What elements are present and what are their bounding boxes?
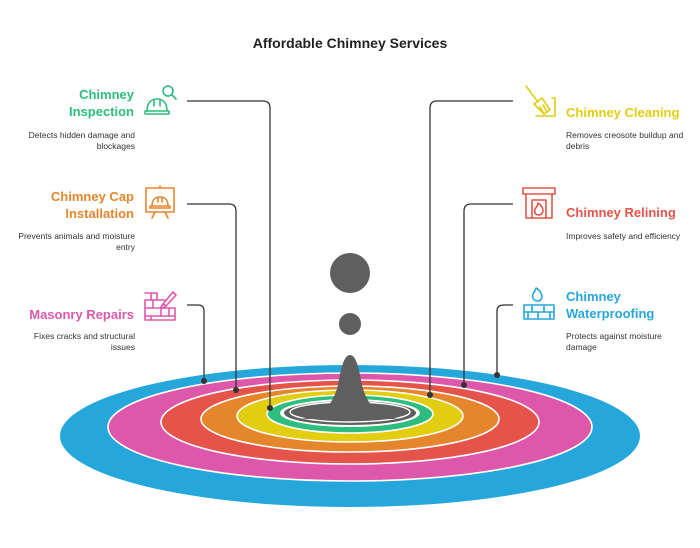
masonry-title: Masonry Repairs — [29, 307, 134, 322]
cleaning-title: Chimney Cleaning — [566, 105, 680, 120]
hardhat-presentation-board-icon — [145, 185, 175, 219]
sweeping-broom-icon — [525, 85, 556, 117]
connector-waterproofing — [496, 304, 513, 375]
diagram-title: Affordable Chimney Services — [252, 35, 448, 51]
brick-wall-water-drop-icon — [523, 287, 555, 320]
splash-spike — [300, 355, 400, 419]
connector-masonry — [187, 304, 205, 381]
connector-cap — [187, 203, 237, 390]
inspector-hardhat-magnifier-icon — [144, 85, 177, 115]
connector-cleaning — [429, 100, 513, 395]
connector-inspection — [187, 100, 271, 408]
falling-drop-small — [339, 313, 361, 335]
fireplace-flame-icon — [522, 187, 556, 219]
relining-description: Improves safety and efficiency — [566, 231, 681, 241]
relining-title: Chimney Relining — [566, 205, 676, 220]
connector-relining — [463, 203, 513, 385]
brick-wall-trowel-icon — [144, 291, 177, 321]
falling-drop-large — [330, 253, 370, 293]
